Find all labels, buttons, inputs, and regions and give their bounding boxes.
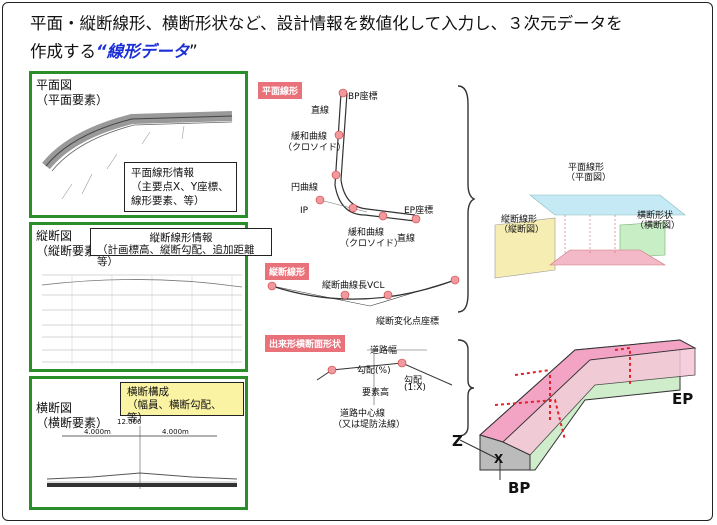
profile-callout: 縦断線形情報 （計画標高、縦断勾配、追加距離等）	[90, 228, 272, 268]
headline-suffix: ”	[189, 42, 198, 61]
label-vertical-point: 縦断変化点座標	[376, 317, 440, 327]
plan-callout-line1: （主要点X、Y座標、	[131, 181, 229, 193]
plan-title-sub: （平面要素）	[36, 93, 109, 107]
plan-callout: 平面線形情報 （主要点X、Y座標、 線形要素、等）	[124, 162, 237, 212]
plan-callout-title: 平面線形情報	[131, 167, 194, 179]
model-bp-label: BP	[508, 479, 531, 497]
label-slope-ratio: (1:X)	[404, 383, 426, 393]
profile-title-main: 縦断図	[36, 229, 73, 243]
profile-callout-line1: （計画標高、縦断勾配、追加距離等）	[97, 244, 255, 268]
iso-profile-label: 縦断線形	[501, 215, 538, 225]
cross-drawing	[46, 426, 238, 489]
model-z-label: Z	[452, 432, 463, 450]
model-ep-label: EP	[672, 390, 694, 408]
cross-dim-left: 4.000m	[84, 428, 111, 436]
profile-panel: 縦断図（縦断要素） 縦断線形情報 （計画標高、縦断勾配、追加距離等）	[29, 222, 272, 372]
iso-profile-sub: （縦断図）	[499, 225, 545, 235]
headline-emphasis: “線形データ	[96, 42, 190, 61]
iso-composite	[494, 194, 686, 279]
label-clothoid1: 緩和曲線	[291, 132, 328, 142]
iso-plan-sub: （平面図）	[566, 173, 612, 183]
label-straight1: 直線	[311, 106, 330, 116]
plan-callout-line2: 線形要素、等）	[131, 195, 205, 207]
vertical-badge: 縦断線形	[265, 263, 310, 280]
headline-line2: 作成する“線形データ”	[30, 38, 198, 62]
cross-title-main: 横断図	[36, 401, 73, 415]
headline-line1: 平面・縦断線形、横断形状など、設計情報を数値化して入力し、３次元データを	[30, 14, 623, 33]
label-clothoid1-sub: （クロソイド）	[283, 143, 347, 153]
cross-dim-center: 12.000	[117, 418, 142, 426]
cross-callout-line1: （幅員、横断勾配、等）	[127, 399, 222, 424]
label-arc: 円曲線	[291, 183, 319, 193]
label-bp-coord: BP座標	[348, 92, 378, 102]
headline-prefix: 作成する	[30, 42, 96, 61]
label-clothoid2: 緩和曲線	[348, 228, 385, 238]
model-x-label: X	[494, 452, 504, 466]
label-ep-coord: EP座標	[404, 206, 434, 216]
profile-drawing	[41, 274, 243, 365]
label-center-line-sub: （又は堤防法線）	[333, 420, 406, 430]
label-straight2: 直線	[397, 234, 416, 244]
label-center-line: 道路中心線	[340, 409, 386, 419]
plan-title-main: 平面図	[36, 78, 73, 92]
label-clothoid2-sub: （クロソイド）	[340, 239, 404, 249]
profile-callout-title: 縦断線形情報	[149, 232, 213, 244]
plan-panel: 平面図（平面要素） 平面線形情報 （主要点X、Y座標、 線形要素、等）	[29, 71, 248, 218]
plan-title: 平面図（平面要素）	[36, 78, 108, 108]
cross-panel: 横断図（横断要素） 横断構成 （幅員、横断勾配、等） 12.000 4.000m…	[29, 376, 248, 510]
iso-cross-label: 横断形状	[637, 211, 674, 221]
iso-cross-sub: （横断図）	[635, 221, 681, 231]
road-3d-model	[459, 339, 697, 480]
cross-callout-title: 横断構成	[127, 386, 169, 398]
section-badge: 出来形横断面形状	[265, 335, 346, 352]
label-grade: 勾配(%)	[357, 366, 391, 376]
horizontal-badge: 平面線形	[258, 82, 303, 99]
cross-callout: 横断構成 （幅員、横断勾配、等）	[120, 382, 244, 424]
vertical-diagram	[267, 275, 460, 307]
brace-upper	[457, 85, 476, 313]
iso-plan-label: 平面線形	[568, 163, 605, 173]
plan-drawing	[42, 111, 233, 200]
cross-dim-right: 4.000m	[162, 428, 189, 436]
cross-title: 横断図（横断要素）	[36, 401, 108, 431]
section-diagram	[316, 349, 453, 405]
brace-lower	[457, 339, 475, 437]
label-ip: IP	[300, 206, 309, 216]
cross-title-sub: （横断要素）	[36, 416, 109, 430]
label-element-height: 要素高	[362, 388, 390, 398]
label-slope: 勾配	[404, 376, 423, 386]
horizontal-diagram	[315, 88, 421, 224]
label-vcl: 縦断曲線長VCL	[322, 281, 385, 291]
label-road-width: 道路幅	[370, 346, 398, 356]
